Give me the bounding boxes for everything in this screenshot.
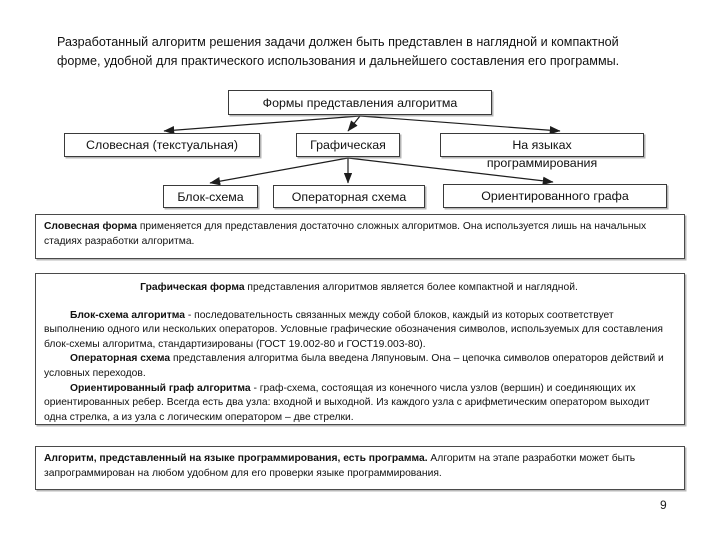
intro-paragraph: Разработанный алгоритм решения задачи до…	[57, 35, 620, 68]
directed-graph-paragraph: Ориентированный граф алгоритма - граф-сх…	[44, 382, 674, 426]
diagram-node-root[interactable]: Формы представления алгоритма	[228, 90, 492, 115]
graphical-form-textbox: Графическая форма представления алгоритм…	[35, 273, 685, 425]
diagram-node-languages-overflow-label: программирования	[486, 156, 598, 170]
verbal-form-textbox: Словесная форма применяется для представ…	[35, 214, 685, 259]
algorithm-forms-diagram: Формы представления алгоритма Словесная …	[0, 0, 720, 215]
program-form-paragraph: Алгоритм, представленный на языке програ…	[44, 452, 675, 481]
connector-graphical-to-blockscheme	[209, 157, 349, 186]
diagram-connectors	[163, 115, 561, 186]
diagram-node-operator-scheme[interactable]: Операторная схема	[273, 185, 425, 208]
program-form-body: Алгоритм на этапе разработки может быть …	[44, 453, 636, 479]
connector-root-to-languages	[359, 115, 561, 135]
operator-scheme-lead: Операторная схема	[70, 353, 171, 365]
page-number: 9	[660, 498, 667, 512]
block-scheme-lead: Блок-схема алгоритма	[70, 309, 185, 321]
graphical-form-headline: Графическая форма представления алгоритм…	[44, 281, 674, 296]
operator-scheme-body: представления алгоритма была введена Ляп…	[44, 353, 664, 379]
block-scheme-paragraph: Блок-схема алгоритма - последовательност…	[44, 309, 674, 353]
graphical-form-headline-body: представления алгоритмов является более …	[244, 282, 578, 293]
connector-root-to-verbal	[163, 115, 361, 135]
verbal-form-lead: Словесная форма	[44, 221, 137, 232]
verbal-form-body: применяется для представления достаточно…	[44, 221, 647, 247]
program-form-textbox: Алгоритм, представленный на языке програ…	[35, 446, 685, 490]
diagram-node-directed-graph[interactable]: Ориентированного графа	[443, 184, 667, 208]
directed-graph-lead: Ориентированный граф алгоритма	[70, 382, 251, 394]
operator-scheme-paragraph: Операторная схема представления алгоритм…	[44, 352, 674, 381]
program-form-lead: Алгоритм, представленный на языке програ…	[44, 453, 428, 464]
diagram-node-languages[interactable]: На языках	[440, 133, 644, 157]
connector-root-to-graphical	[347, 115, 361, 132]
diagram-node-graphical[interactable]: Графическая	[296, 133, 400, 157]
diagram-node-verbal[interactable]: Словесная (текстуальная)	[64, 133, 260, 157]
connector-graphical-to-digraph	[347, 157, 554, 185]
block-scheme-body: - последовательность связанных между соб…	[44, 309, 663, 350]
directed-graph-body: - граф-схема, состоящая из конечного чис…	[44, 382, 650, 423]
verbal-form-paragraph: Словесная форма применяется для представ…	[44, 220, 675, 249]
graphical-form-headline-lead: Графическая форма	[140, 282, 245, 293]
diagram-node-block-scheme[interactable]: Блок-схема	[163, 185, 258, 208]
